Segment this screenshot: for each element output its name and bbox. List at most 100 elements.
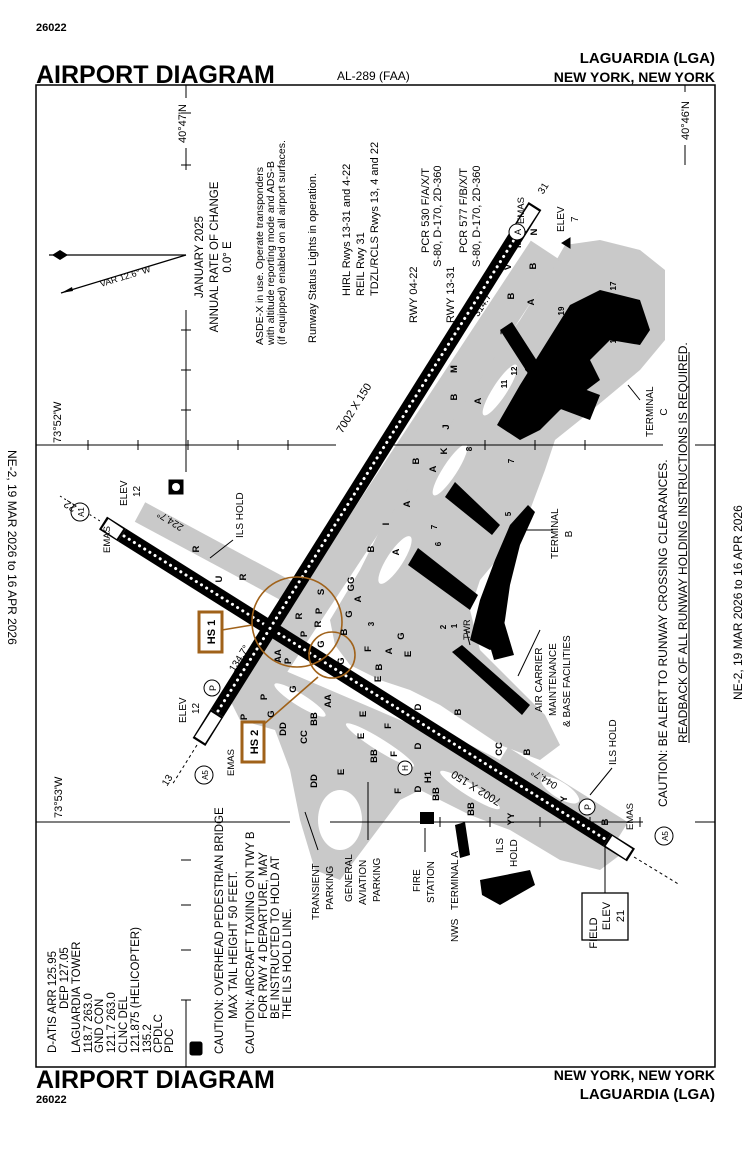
taxiway-label: P (314, 607, 325, 614)
taxiway-label: GG (346, 577, 357, 592)
hot-spot-1-box[interactable] (197, 610, 224, 654)
caution-note: THE ILS HOLD LINE. (282, 908, 294, 1019)
taxiway-label: DD (278, 722, 289, 736)
emas-label: EMAS (226, 749, 237, 776)
asde-note: with altitude reporting mode and ADS-B (265, 161, 277, 346)
gate-label: 19 (557, 306, 566, 315)
taxiway-label: BB (309, 712, 320, 726)
a1-symbol: A1 (77, 507, 86, 517)
tower-leader (465, 629, 471, 646)
taxiway-label: F (393, 788, 404, 794)
runway-data: S-80, D-170, 2D-360 (432, 166, 444, 268)
elev-value: 7 (570, 216, 581, 222)
taxiway-label: F (363, 646, 374, 652)
ils-hold-leader (589, 767, 613, 796)
city-name: NEW YORK, NEW YORK (554, 69, 715, 85)
comm-frequency: CPDLC (153, 1014, 165, 1053)
beacon-dot (172, 483, 180, 491)
gate-label: 15 (609, 334, 618, 343)
footer-chart-id: 26022 (36, 1094, 67, 1106)
comm-frequency: 118.7 263.0 (83, 993, 95, 1053)
footer-airport: LAGUARDIA (LGA) (580, 1086, 715, 1103)
page-title: AIRPORT DIAGRAM (36, 61, 275, 89)
mag-rate-label: ANNUAL RATE OF CHANGE (209, 181, 221, 332)
hot-spot-1-circle[interactable] (251, 576, 343, 668)
taxiway-label: A (473, 397, 484, 404)
taxiway-label: E (373, 676, 384, 682)
caution-note: MAX TAIL HEIGHT 50 FEET. (228, 871, 240, 1019)
taxiway-label: A (391, 548, 402, 555)
chart-number: AL-289 (FAA) (337, 69, 410, 83)
taxiway-label: P (283, 657, 294, 664)
field-elev-label: 21 (615, 910, 627, 922)
taxiway-label: G (336, 657, 347, 664)
hot-spot-1-leader (221, 624, 253, 631)
fire-station-label: FIRE (412, 869, 423, 892)
hot-spot-1-label[interactable]: HS 1 (206, 620, 218, 644)
gate-label: 16 (587, 329, 596, 338)
field-elev-label: ELEV (601, 901, 613, 930)
a1-circle (70, 502, 90, 522)
hot-spot-2-box[interactable] (240, 720, 266, 764)
gate-label: 7 (507, 458, 516, 463)
emas-label: EMAS (516, 197, 527, 224)
mag-variation-label: VAR 12.6° W (99, 264, 153, 289)
comm-frequency: D-ATIS ARR 125.95 (47, 951, 59, 1053)
helipad-circle (397, 760, 413, 776)
elev-value: 12 (191, 702, 202, 714)
taxiway-label: S (316, 589, 327, 595)
taxiway-label: B (411, 457, 422, 464)
taxiway-label: Z (499, 329, 510, 335)
magnetic-north-arrowhead-icon (61, 287, 73, 293)
elev-label: ELEV (556, 206, 567, 232)
taxiway-label: YY (506, 812, 517, 825)
nws-label: NWS (450, 918, 461, 942)
taxiway-label: A (428, 465, 439, 472)
comm-frequency: PDC (164, 1029, 176, 1053)
air-carrier-label: MAINTENANCE (548, 643, 559, 716)
taxiway-label: B (528, 262, 539, 269)
gate-label: 8 (465, 446, 474, 451)
taxiway-label: D (413, 742, 424, 749)
air-carrier-label: AIR CARRIER (534, 648, 545, 712)
asde-note: (if equipped) enabled on all airport sur… (276, 140, 288, 345)
comm-frequency: CLNC DEL (118, 996, 130, 1053)
taxiway-label: F (389, 751, 400, 757)
a5-symbol: A5 (661, 831, 670, 841)
mag-rate: 0.0° E (222, 241, 234, 273)
emas-label: EMAS (102, 526, 113, 553)
taxiway-label: P (299, 630, 310, 637)
magnetic-variation-arrow (49, 250, 187, 294)
caution-note: CAUTION: OVERHEAD PEDESTRIAN BRIDGE (214, 807, 226, 1054)
runway-4-22[interactable] (98, 516, 635, 862)
p-symbol: P (208, 685, 218, 691)
terminal-c-leader (627, 384, 641, 401)
gate-label: 7 (430, 524, 439, 529)
emas-fill (605, 835, 633, 860)
magnetic-north-line (60, 254, 187, 294)
buildings (408, 290, 650, 905)
terminal-b-pier (445, 482, 500, 535)
hot-spot-2-label[interactable]: HS 2 (249, 730, 261, 754)
effective-date-right: NE-2, 19 MAR 2026 to 16 APR 2026 (731, 505, 745, 700)
taxiway-label: B (506, 292, 517, 299)
longitude-label: 73°53'W (53, 776, 65, 818)
hot-spot-2-circle[interactable] (308, 631, 356, 679)
comm-frequency: 135.2 (142, 1024, 154, 1053)
taxiway-label: E (403, 651, 414, 657)
approach-light-line (171, 744, 198, 786)
a-symbol: A (513, 229, 523, 235)
runway-data: S-80, D-170, 2D-360 (471, 166, 483, 268)
taxiway-label: Y (559, 795, 570, 802)
a-circle-north (508, 223, 526, 241)
comm-frequency: 121.7 263.0 (106, 992, 118, 1053)
air-carrier-hangar (452, 645, 530, 715)
gate-label: 5 (504, 511, 513, 516)
taxiway-label: R (313, 620, 324, 627)
taxiway-label: U (214, 575, 225, 582)
datalink-box (189, 1041, 203, 1056)
datalink-icon: D (192, 1045, 203, 1052)
taxiway-label: G (344, 610, 355, 617)
